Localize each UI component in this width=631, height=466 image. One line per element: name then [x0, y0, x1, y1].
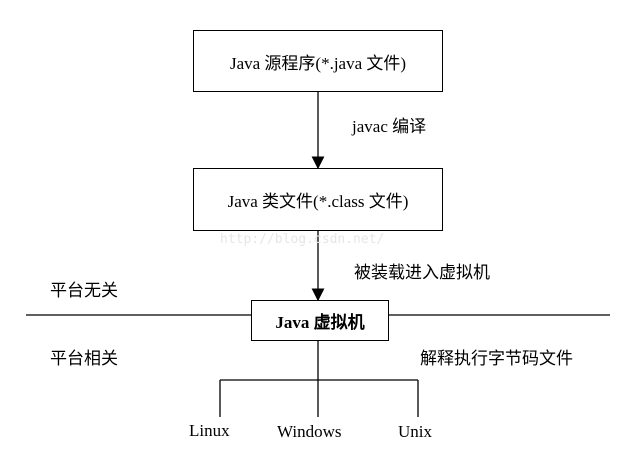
compile-label: javac 编译 — [352, 117, 427, 136]
jvm-box: Java 虚拟机 — [251, 300, 389, 341]
interpret-bytecode-label: 解释执行字节码文件 — [420, 349, 573, 368]
source-program-label: Java 源程序(*.java 文件) — [229, 53, 407, 73]
class-file-label: Java 类文件(*.class 文件) — [227, 192, 409, 211]
watermark: http://blog.csdn.net/ — [220, 232, 385, 247]
platform-dependent-label: 平台相关 — [50, 349, 118, 368]
class-file-box: Java 类文件(*.class 文件) — [193, 168, 443, 231]
platform-independent-label: 平台无关 — [50, 281, 118, 300]
source-program-box: Java 源程序(*.java 文件) — [193, 30, 443, 92]
platform-windows: Windows — [277, 422, 342, 441]
jvm-label: Java 虚拟机 — [275, 313, 365, 332]
load-label: 被装载进入虚拟机 — [354, 263, 490, 282]
platform-unix: Unix — [398, 422, 432, 441]
platform-linux: Linux — [189, 421, 230, 440]
